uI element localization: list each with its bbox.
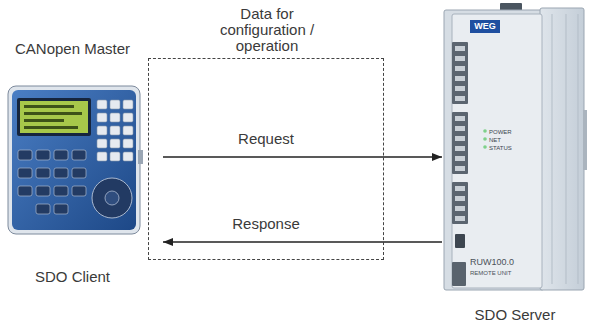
master-device-illustration (8, 86, 143, 234)
device-node: CANopen MasterSDO Client (5, 40, 163, 290)
device-role: SDO Client (5, 268, 140, 286)
device-title: CANopen Master (10, 40, 135, 58)
brand-logo: WEG (470, 21, 500, 32)
model-subtitle: REMOTE UNIT (470, 269, 511, 277)
model-name: RUW100.0 (470, 257, 514, 268)
message-arrow (163, 156, 442, 157)
led-label: STATUS (489, 144, 512, 152)
edge-label: Request (235, 130, 297, 147)
server-device-illustration (444, 3, 587, 290)
edge-label: Response (229, 215, 303, 232)
led-label: NET (489, 136, 501, 144)
frame-heading: Data for configuration / operation (207, 6, 327, 54)
device-node: SDO Server (442, 4, 588, 328)
device-role: SDO Server (442, 306, 588, 324)
message-arrow (163, 241, 442, 242)
led-label: POWER (489, 128, 512, 136)
